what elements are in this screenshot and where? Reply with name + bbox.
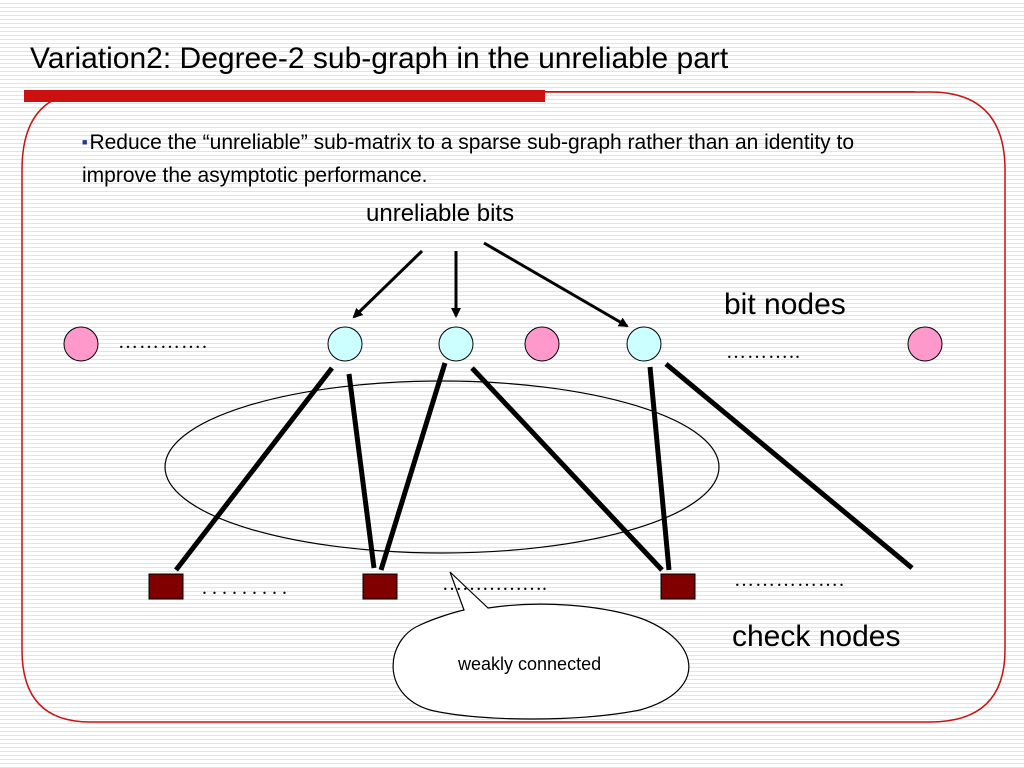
reliable-bit-node bbox=[63, 326, 99, 362]
check-nodes-label: check nodes bbox=[732, 620, 901, 653]
check-nodes-ellipsis-middle: ……………. bbox=[442, 573, 547, 595]
bullet-text: Reduce the “unreliable” sub-matrix to a … bbox=[82, 131, 855, 187]
arrow-to-unreliable-bit-3 bbox=[483, 241, 629, 328]
check-node bbox=[362, 573, 398, 600]
title-accent-bar bbox=[24, 90, 545, 102]
unreliable-bits-label: unreliable bits bbox=[366, 200, 515, 227]
bit-nodes-ellipsis-right: ……….. bbox=[726, 341, 801, 363]
edge bbox=[378, 362, 448, 571]
unreliable-bit-node bbox=[626, 326, 662, 362]
reliable-bit-node bbox=[907, 326, 943, 362]
bullet-point: ■Reduce the “unreliable” sub-matrix to a… bbox=[82, 126, 932, 192]
check-nodes-ellipsis-right: ……………. bbox=[734, 569, 845, 591]
check-node bbox=[660, 573, 696, 600]
check-node bbox=[148, 573, 184, 600]
callout-bubble bbox=[392, 571, 690, 720]
bit-nodes-label: bit nodes bbox=[724, 288, 846, 321]
reliable-bit-node bbox=[524, 326, 560, 362]
edge bbox=[647, 366, 672, 571]
content-frame bbox=[21, 91, 1006, 723]
check-nodes-ellipsis-left: ......... bbox=[202, 577, 292, 599]
bullet-square-icon: ■ bbox=[82, 137, 88, 147]
callout-label: weakly connected bbox=[458, 654, 602, 674]
bit-nodes-ellipsis-left: …………. bbox=[118, 331, 208, 353]
unreliable-bit-node bbox=[327, 326, 363, 362]
edge bbox=[470, 366, 664, 572]
subgraph-ellipse bbox=[164, 380, 720, 554]
edge bbox=[174, 366, 334, 572]
edge bbox=[664, 362, 914, 570]
arrow-to-unreliable-bit-1 bbox=[352, 249, 424, 319]
slide-title: Variation2: Degree-2 sub-graph in the un… bbox=[30, 42, 729, 75]
edge bbox=[346, 373, 377, 569]
unreliable-bit-node bbox=[438, 326, 474, 362]
